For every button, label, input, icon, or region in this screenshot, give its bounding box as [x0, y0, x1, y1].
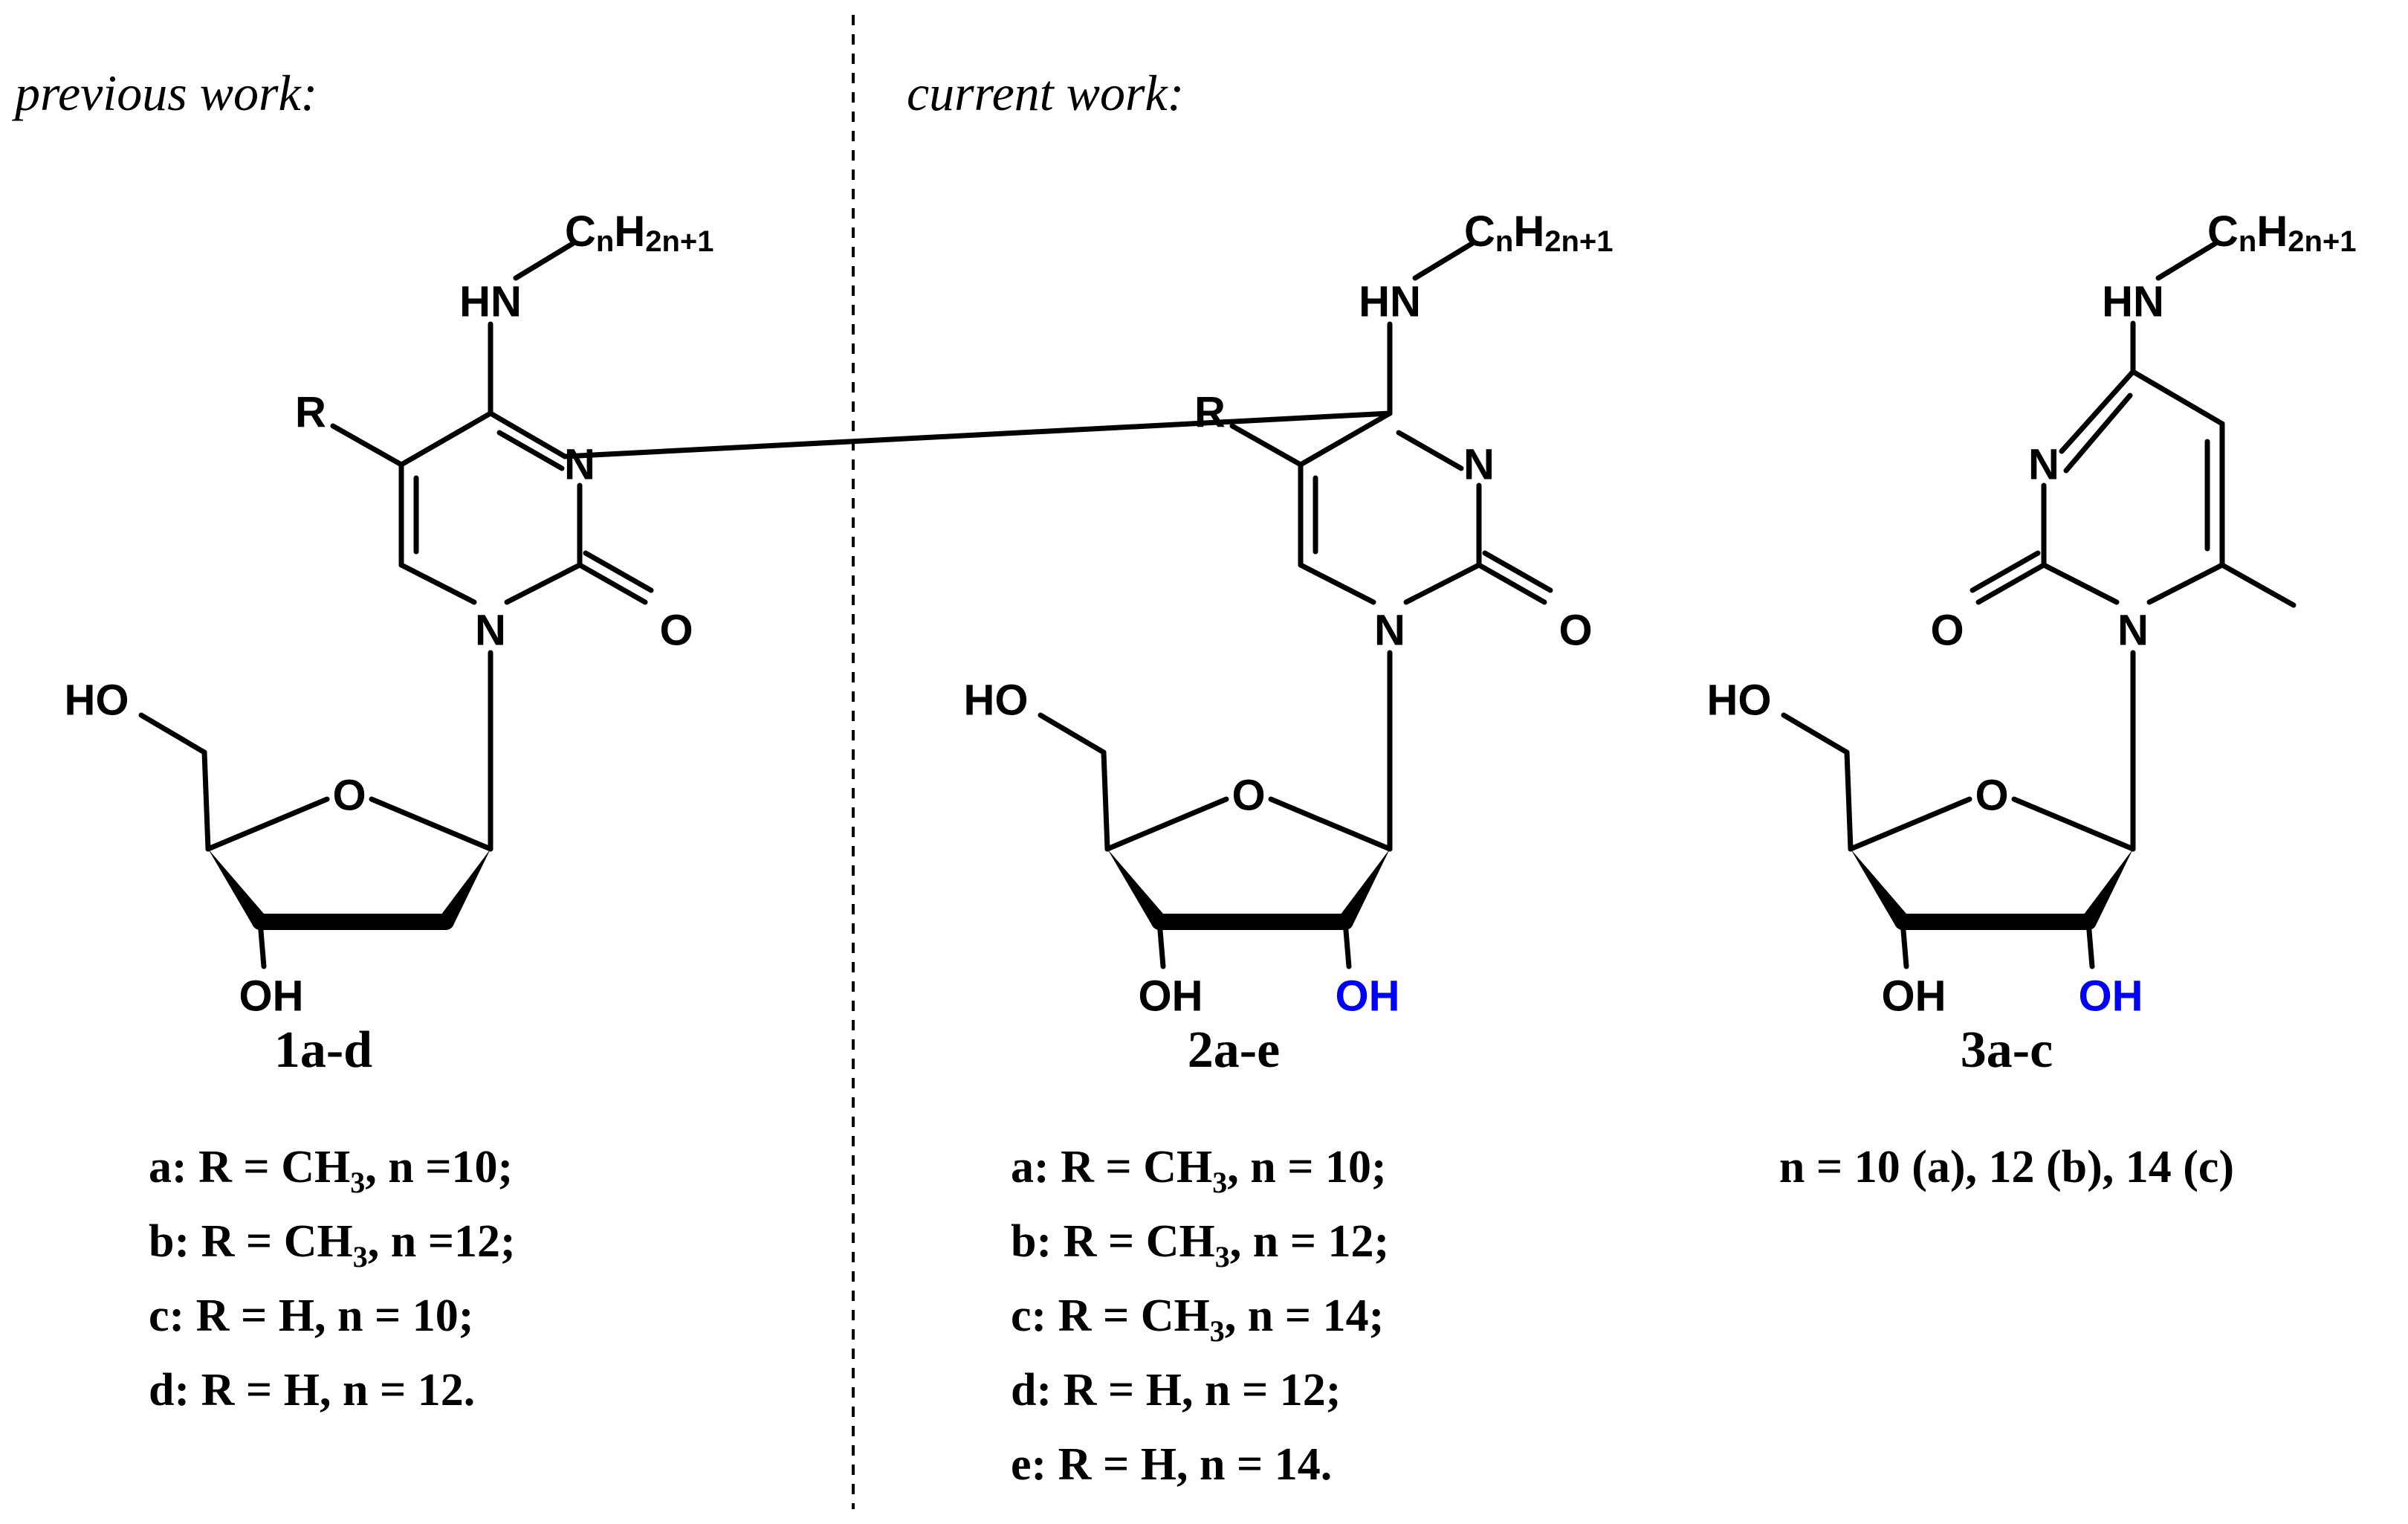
mol2-atom-n1: N	[1374, 607, 1405, 655]
mol3-wedge-c4-c3	[1851, 849, 1909, 927]
mol3-alkyl-chain: CnH2n+1	[2207, 207, 2357, 259]
mol3-atom-oh3: OH	[1882, 972, 1946, 1021]
compound-label-2: 2a-e	[1188, 1021, 1280, 1079]
mol2-bond-nh-alkyl	[1412, 241, 1475, 281]
mol1-wedge-c4-c3	[208, 849, 267, 927]
mol3-bond-o4-c4	[1848, 796, 1972, 852]
mol1-atom-r: R	[295, 389, 326, 437]
mol1-bond-c6-n1	[398, 562, 477, 605]
mol3-bond-c4-c5	[1844, 749, 1854, 852]
mol1-bond-n1-c2	[504, 562, 583, 605]
mol1-bond-c5-oh	[138, 712, 207, 755]
variant-2-c: c: R = CH3, n = 14;	[1011, 1291, 1384, 1348]
mol3-bond-c2-oh	[2085, 919, 2095, 969]
mol1-atom-oh3: OH	[239, 972, 304, 1021]
mol2-bond-c2-o	[1476, 562, 1547, 605]
mol2-bond-c5-oh	[1038, 712, 1107, 755]
mol1-atom-o4: O	[332, 772, 366, 820]
mol1-bond-c4-n3	[488, 410, 568, 459]
mol1-bond-c2-o	[577, 562, 648, 605]
mol1-bond-c4-n3-double	[496, 430, 565, 471]
mol1-atom-ho: HO	[65, 677, 129, 725]
mol3-bond-c1-o4	[2011, 796, 2136, 852]
variant-2-a: a: R = CH3, n = 10;	[1011, 1142, 1387, 1199]
mol3-atom-oh2: OH	[2079, 972, 2143, 1021]
mol2-atom-r: R	[1194, 389, 1226, 437]
mol2-bond-c4-n3-double	[1396, 430, 1464, 471]
mol3-bond-c2-o-double	[1970, 550, 2041, 593]
mol3-bond-n3-c4	[2059, 369, 2136, 454]
mol2-bond-o4-c4	[1104, 796, 1229, 852]
current-work-header: current work:	[907, 65, 1184, 121]
variant-1-d: d: R = H, n = 12.	[149, 1365, 475, 1415]
variant-2-e: e: R = H, n = 14.	[1011, 1439, 1332, 1490]
mol2-alkyl-chain: CnH2n+1	[1464, 207, 1614, 259]
compound-3-legend: n = 10 (a), 12 (b), 14 (c)	[1779, 1142, 2234, 1192]
mol1-bond-c4-c5	[201, 749, 211, 852]
mol1-bond-c5-r	[330, 423, 404, 468]
mol1-atom-n1: N	[475, 607, 506, 655]
mol2-bond-c6-n1	[1298, 562, 1376, 605]
variant-1-b: b: R = CH3, n =12;	[149, 1216, 516, 1273]
mol1-atom-hn: HN	[459, 278, 522, 326]
mol2-bond-c5-c4	[1298, 410, 1393, 468]
mol3-bond-nh-alkyl	[2155, 241, 2218, 281]
mol3-bond-c6-methyl	[2219, 562, 2297, 608]
mol2-bond-c3-oh	[1156, 919, 1166, 969]
mol3-atom-hn: HN	[2102, 278, 2164, 326]
mol3-bond-c2-o	[1975, 562, 2047, 605]
mol2-bond-c4-c5	[1101, 749, 1110, 852]
mol2-bond-c5-r	[1229, 423, 1304, 468]
variant-1-c: c: R = H, n = 10;	[149, 1291, 473, 1341]
mol3-atom-n1: N	[2117, 607, 2149, 655]
mol2-atom-o4: O	[1231, 772, 1265, 820]
mol3-atom-n3: N	[2028, 441, 2059, 489]
mol1-wedge-c1-c2	[438, 849, 491, 926]
mol2-wedge-c1-c2	[1338, 849, 1390, 926]
variant-1-a: a: R = CH3, n =10;	[149, 1142, 513, 1199]
mol3-wedge-c1-c2	[2081, 849, 2133, 926]
mol1-bond-c2-o-double	[583, 550, 654, 593]
compound-label-1: 1a-d	[274, 1021, 372, 1079]
mol2-atom-oh2: OH	[1336, 972, 1400, 1021]
mol3-atom-o: O	[1930, 607, 1964, 655]
mol2-bond-c4-n3	[562, 410, 1393, 459]
mol2-atom-hn: HN	[1359, 278, 1421, 326]
mol2-wedge-c4-c3	[1107, 849, 1166, 927]
mol2-bond-c2-o-double	[1482, 550, 1553, 593]
mol1-bond-c3-oh	[257, 919, 267, 969]
mol2-bond-n1-c2	[1403, 562, 1482, 605]
mol1-bond-c5-c4	[398, 410, 493, 468]
mol3-atom-o4: O	[1975, 772, 2008, 820]
mol1-bond-o4-c4	[205, 796, 330, 852]
mol3-bond-n1-c2	[2041, 562, 2120, 605]
mol3-bond-c6-n1	[2146, 562, 2225, 605]
compound-legends: 1a-d a: R = CH3, n =10; b: R = CH3, n =12;…	[149, 1021, 2234, 1490]
mol2-atom-n3: N	[1463, 441, 1495, 489]
mol1-bond-c1-o4	[369, 796, 493, 852]
mol3-bond-n3-c4-double	[2063, 393, 2133, 474]
mol2-bond-c1-o4	[1268, 796, 1393, 852]
mol2-atom-oh3: OH	[1139, 972, 1203, 1021]
mol3-bond-c5-oh	[1781, 712, 1850, 755]
mol3-atom-ho: HO	[1707, 677, 1772, 725]
mol2-atom-o: O	[1559, 607, 1592, 655]
mol2-bond-c2-oh	[1342, 919, 1352, 969]
mol3-bond-c4-c5	[2130, 369, 2225, 427]
mol1-atom-o: O	[659, 607, 693, 655]
variant-2-d: d: R = H, n = 12;	[1011, 1365, 1341, 1415]
mol3-bond-c3-oh	[1900, 919, 1909, 969]
mol1-alkyl-chain: CnH2n+1	[565, 207, 714, 259]
mol2-atom-ho: HO	[964, 677, 1029, 725]
previous-work-header: previous work:	[12, 65, 317, 121]
mol1-atom-n3: N	[564, 441, 595, 489]
mol1-bond-nh-alkyl	[513, 241, 575, 281]
variant-2-b: b: R = CH3, n = 12;	[1011, 1216, 1389, 1273]
compound-label-3: 3a-c	[1961, 1021, 2053, 1079]
